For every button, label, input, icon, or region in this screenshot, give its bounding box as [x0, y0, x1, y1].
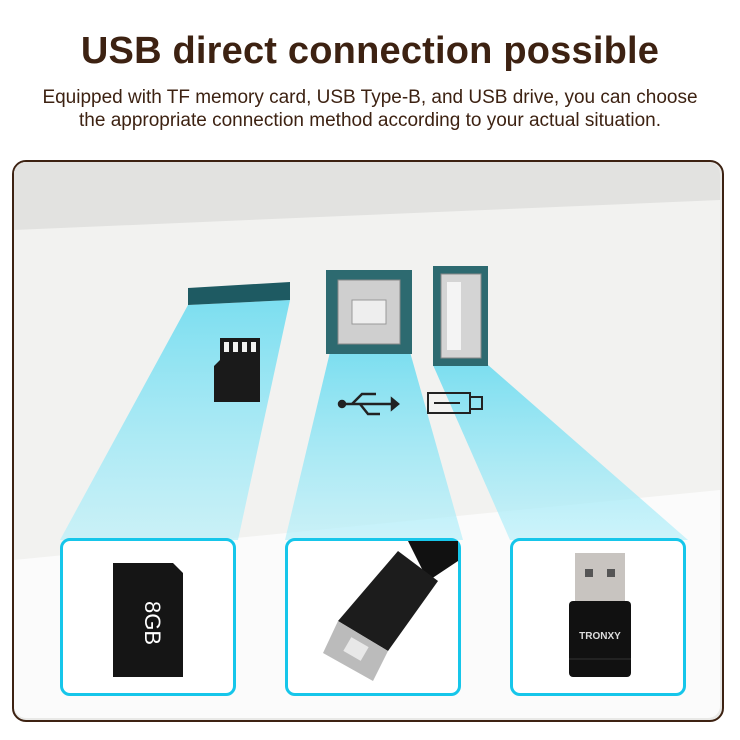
- page-title: USB direct connection possible: [80, 30, 660, 72]
- subtitle-line-2: the appropriate connection method accord…: [79, 110, 661, 131]
- micro-sd-icon: [214, 338, 260, 402]
- device-top: [14, 162, 720, 230]
- usb-b-cable-image: [323, 541, 458, 681]
- usb-drive-image: TRONXY: [569, 553, 631, 677]
- tf-card-image: 8GB: [113, 563, 183, 677]
- light-beam-usb-a: [433, 365, 688, 540]
- light-beam-usb-b: [285, 352, 463, 540]
- product-card-tf: 8GB: [60, 538, 236, 696]
- subtitle: Equipped with TF memory card, USB Type-B…: [0, 86, 740, 132]
- usb-drive-brand: TRONXY: [579, 631, 621, 642]
- tf-slot: [188, 282, 290, 305]
- product-card-usb-drive: TRONXY: [510, 538, 686, 696]
- subtitle-line-1: Equipped with TF memory card, USB Type-B…: [42, 87, 698, 108]
- product-card-usb-b: [285, 538, 461, 696]
- tf-card-label: 8GB: [140, 601, 165, 645]
- usb-drive-icon: [427, 392, 483, 414]
- usb-icon: [337, 392, 400, 416]
